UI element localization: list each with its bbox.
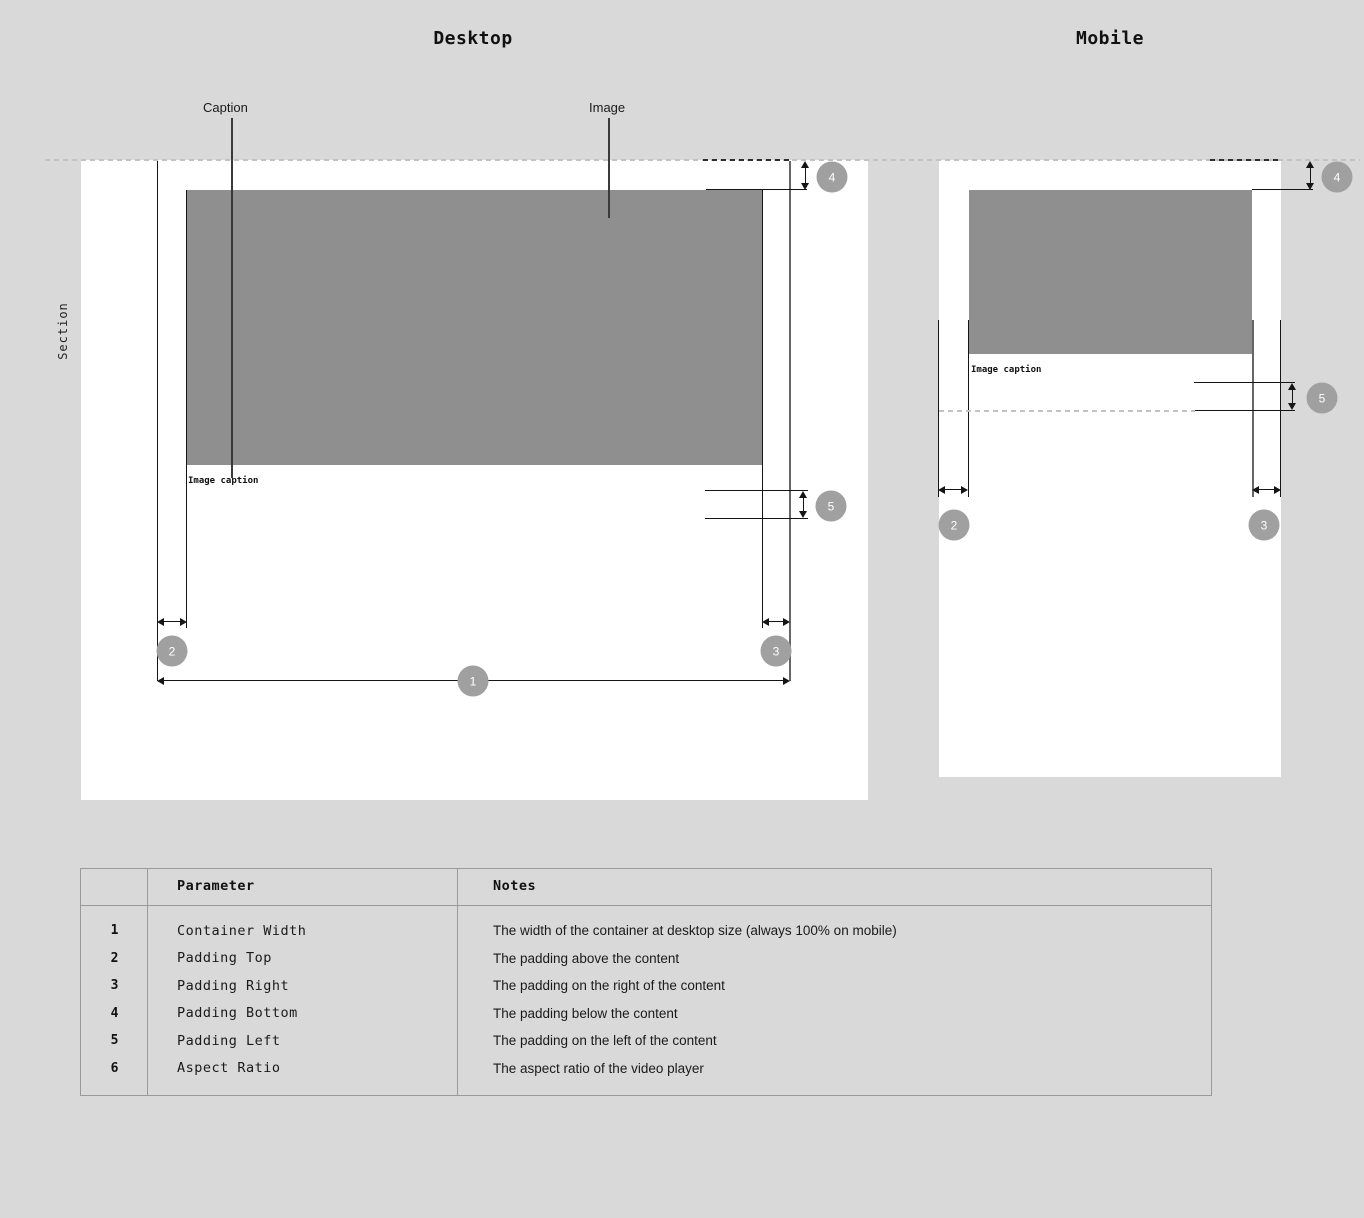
marker-padding-left-desktop: 5 bbox=[815, 490, 847, 522]
caption-leader-line bbox=[231, 118, 233, 478]
mobile-fold-dashed-guide bbox=[939, 410, 1195, 412]
row-parameter: Padding Top bbox=[177, 950, 272, 967]
image-label: Image bbox=[589, 100, 626, 115]
marker-padding-top-mobile: 2 bbox=[938, 509, 970, 541]
table-column-divider bbox=[147, 869, 148, 1095]
desktop-title: Desktop bbox=[433, 28, 513, 49]
arrowhead-right-icon bbox=[783, 618, 790, 626]
desktop-image-placeholder bbox=[187, 190, 762, 465]
desktop-content-right-extension-line bbox=[762, 190, 763, 628]
table-row: 6 Aspect Ratio The aspect ratio of the v… bbox=[81, 1055, 1211, 1083]
mobile-image-top-extension-line bbox=[1252, 189, 1313, 190]
desktop-measured-dash-segment bbox=[703, 159, 790, 161]
mobile-padding-bottom-arrow-shaft bbox=[1310, 163, 1311, 187]
arrowhead-down-icon bbox=[1306, 183, 1314, 190]
marker-container-width: 1 bbox=[457, 665, 489, 697]
arrowhead-up-icon bbox=[801, 161, 809, 168]
arrowhead-right-icon bbox=[961, 486, 968, 494]
arrowhead-left-icon bbox=[157, 618, 164, 626]
row-parameter: Container Width bbox=[177, 922, 307, 939]
row-note: The aspect ratio of the video player bbox=[493, 1060, 704, 1076]
parameters-table: Parameter Notes 1 Container Width The wi… bbox=[80, 868, 1212, 1096]
row-note: The padding above the content bbox=[493, 950, 680, 966]
desktop-padding-left-upper-line bbox=[705, 490, 808, 491]
table-row: 5 Padding Left The padding on the left o… bbox=[81, 1027, 1211, 1055]
arrowhead-left-icon bbox=[157, 677, 164, 685]
arrowhead-up-icon bbox=[1306, 161, 1314, 168]
image-leader-line bbox=[608, 118, 610, 218]
row-number: 2 bbox=[110, 950, 119, 966]
table-body: 1 Container Width The width of the conta… bbox=[81, 917, 1211, 1082]
marker-padding-left-mobile: 5 bbox=[1306, 382, 1338, 414]
desktop-padding-left-lower-line bbox=[705, 518, 808, 519]
table-row: 2 Padding Top The padding above the cont… bbox=[81, 945, 1211, 973]
section-label: Section bbox=[56, 302, 70, 360]
row-parameter: Padding Right bbox=[177, 977, 290, 994]
row-number: 6 bbox=[110, 1060, 119, 1076]
arrowhead-down-icon bbox=[1288, 403, 1296, 410]
mobile-padding-left-arrow-shaft bbox=[1292, 385, 1293, 407]
desktop-padding-left-arrow-shaft bbox=[803, 493, 804, 515]
desktop-image-top-extension-line bbox=[706, 189, 807, 190]
desktop-padding-right-arrow-shaft bbox=[765, 621, 787, 622]
table-column-divider bbox=[457, 869, 458, 1095]
row-number: 3 bbox=[110, 978, 119, 994]
row-note: The width of the container at desktop si… bbox=[493, 923, 897, 939]
arrowhead-right-icon bbox=[783, 677, 790, 685]
desktop-padding-top-arrow-shaft bbox=[160, 621, 184, 622]
mobile-padding-right-arrow-shaft bbox=[1255, 489, 1278, 490]
arrowhead-left-icon bbox=[938, 486, 945, 494]
section-top-dashed-guide bbox=[45, 159, 1360, 161]
parameter-column-header: Parameter bbox=[177, 878, 255, 894]
marker-padding-right-mobile: 3 bbox=[1248, 509, 1280, 541]
row-note: The padding below the content bbox=[493, 1005, 678, 1021]
marker-padding-bottom-mobile: 4 bbox=[1321, 161, 1353, 193]
row-parameter: Padding Bottom bbox=[177, 1005, 298, 1022]
desktop-content-left-extension-line bbox=[186, 190, 187, 628]
desktop-container-left-extension-line bbox=[157, 161, 158, 681]
marker-padding-bottom-desktop: 4 bbox=[816, 161, 848, 193]
arrowhead-down-icon bbox=[799, 511, 807, 518]
notes-column-header: Notes bbox=[493, 878, 537, 894]
desktop-container-right-extension-line bbox=[789, 161, 791, 681]
row-number: 5 bbox=[110, 1033, 119, 1049]
arrowhead-right-icon bbox=[1274, 486, 1281, 494]
row-number: 1 bbox=[110, 923, 119, 939]
table-row: 3 Padding Right The padding on the right… bbox=[81, 972, 1211, 1000]
row-number: 4 bbox=[110, 1005, 119, 1021]
row-note: The padding on the left of the content bbox=[493, 1033, 717, 1049]
marker-padding-right-desktop: 3 bbox=[760, 635, 792, 667]
arrowhead-down-icon bbox=[801, 183, 809, 190]
mobile-measured-dash-segment bbox=[1210, 159, 1280, 161]
arrowhead-right-icon bbox=[180, 618, 187, 626]
mobile-title: Mobile bbox=[1075, 28, 1145, 49]
mobile-padding-top-arrow-shaft bbox=[941, 489, 966, 490]
marker-padding-top-desktop: 2 bbox=[156, 635, 188, 667]
mobile-container-right-extension-line bbox=[1280, 320, 1281, 497]
mobile-content-left-extension-line bbox=[968, 320, 969, 497]
mobile-padding-left-upper-line bbox=[1194, 382, 1295, 383]
mobile-content-right-extension-line bbox=[1252, 320, 1254, 497]
arrowhead-left-icon bbox=[1252, 486, 1259, 494]
table-row: 1 Container Width The width of the conta… bbox=[81, 917, 1211, 945]
mobile-image-placeholder bbox=[969, 190, 1252, 354]
desktop-image-caption: Image caption bbox=[188, 476, 259, 486]
mobile-image-caption: Image caption bbox=[971, 365, 1042, 375]
caption-label: Caption bbox=[203, 100, 248, 115]
row-parameter: Padding Left bbox=[177, 1032, 281, 1049]
arrowhead-up-icon bbox=[1288, 383, 1296, 390]
table-header-row: Parameter Notes bbox=[81, 869, 1211, 906]
mobile-container-left-extension-line bbox=[938, 320, 939, 497]
table-row: 4 Padding Bottom The padding below the c… bbox=[81, 1000, 1211, 1028]
arrowhead-up-icon bbox=[799, 491, 807, 498]
desktop-padding-bottom-arrow-shaft bbox=[805, 163, 806, 187]
mobile-padding-left-lower-line bbox=[1194, 410, 1295, 411]
row-parameter: Aspect Ratio bbox=[177, 1060, 281, 1077]
arrowhead-left-icon bbox=[762, 618, 769, 626]
row-note: The padding on the right of the content bbox=[493, 978, 725, 994]
